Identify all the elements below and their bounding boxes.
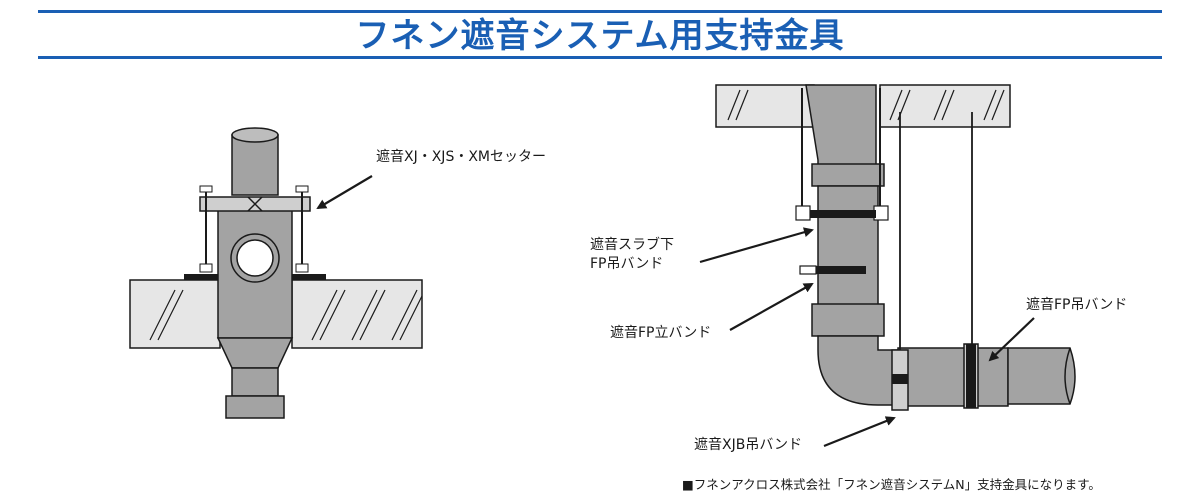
joint-fitting — [216, 197, 294, 419]
footnote: ■フネンアクロス株式会社「フネン遮音システムN」支持金具になります。 — [682, 477, 1101, 492]
horizontal-pipe — [897, 347, 1076, 407]
slab-hanger-band — [795, 88, 889, 221]
right-figure — [699, 84, 1076, 448]
floor-slab-left — [129, 279, 221, 349]
page-title: フネン遮音システム用支持金具 — [355, 16, 845, 56]
centering-label: 遮音XJ・XJS・XMセッター — [376, 149, 546, 165]
slab-hanger-arrow — [699, 227, 814, 264]
header: フネン遮音システム用支持金具 — [0, 0, 1200, 60]
slab-hanger-label-line1: 遮音スラブ下 — [590, 237, 674, 253]
title-top-rule — [38, 10, 1162, 13]
centering-clamp — [184, 185, 326, 280]
vertical-pipe — [805, 84, 903, 406]
xjb-hanger-arrow — [823, 416, 896, 448]
fp-hanger-label: 遮音FP吊バンド — [1026, 297, 1128, 313]
left-figure — [129, 127, 423, 419]
fp-hanger-rods — [899, 112, 973, 350]
xjb-hanger-band — [891, 349, 909, 411]
upper-pipe — [231, 127, 279, 196]
xjb-hanger-label: 遮音XJB吊バンド — [694, 437, 803, 453]
title-bottom-rule — [38, 56, 1162, 59]
fp-hanger-arrow — [988, 317, 1035, 362]
floor-slab-right — [291, 279, 423, 349]
centering-arrow — [316, 175, 373, 210]
vertical-band-arrow — [729, 283, 814, 331]
slab-hanger-label-line2: FP吊バンド — [590, 256, 664, 272]
vertical-fp-band — [799, 265, 866, 275]
fp-hanger-band — [963, 343, 979, 409]
ceiling-slab — [715, 84, 1011, 128]
vertical-band-label: 遮音FP立バンド — [610, 325, 712, 341]
